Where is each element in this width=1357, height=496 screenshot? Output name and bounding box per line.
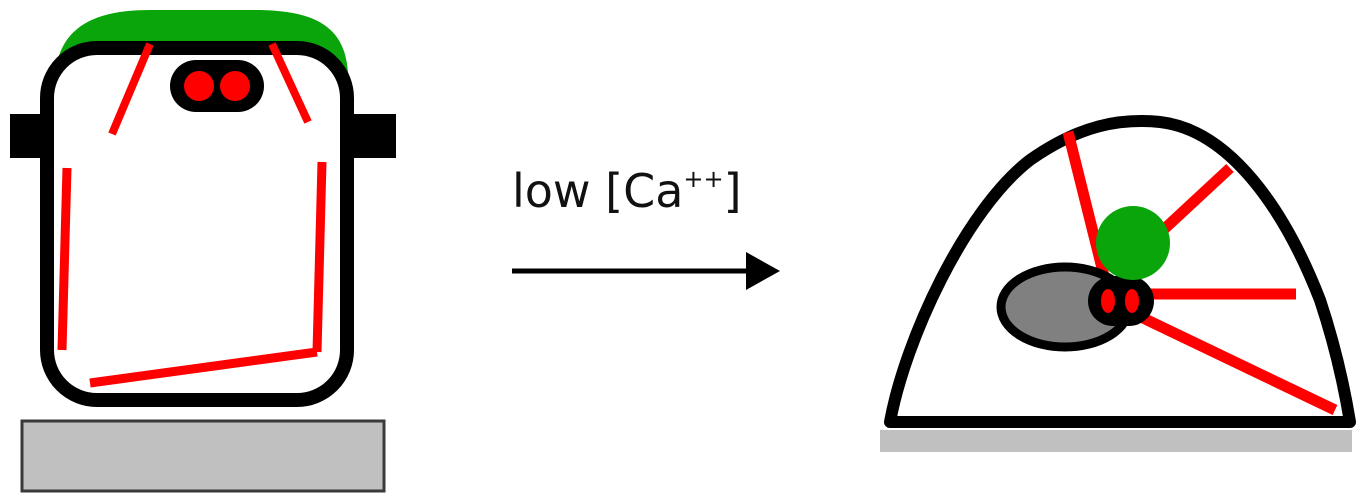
right-arrow-icon [512,252,780,290]
centriole-pair [170,60,264,112]
spread-cell [880,121,1352,452]
transition-label: low [Ca++] [512,168,742,214]
label-main: low [Ca [512,164,683,218]
attached-cell [10,10,396,491]
apical-cap-relocated [1096,206,1170,280]
fiber [62,168,67,350]
label-superscript: ++ [683,165,723,193]
substrate-right [880,430,1352,452]
substrate-left [22,421,384,491]
fiber [317,162,322,352]
label-close: ] [724,164,742,218]
centriole-pair-spread [1088,276,1154,326]
